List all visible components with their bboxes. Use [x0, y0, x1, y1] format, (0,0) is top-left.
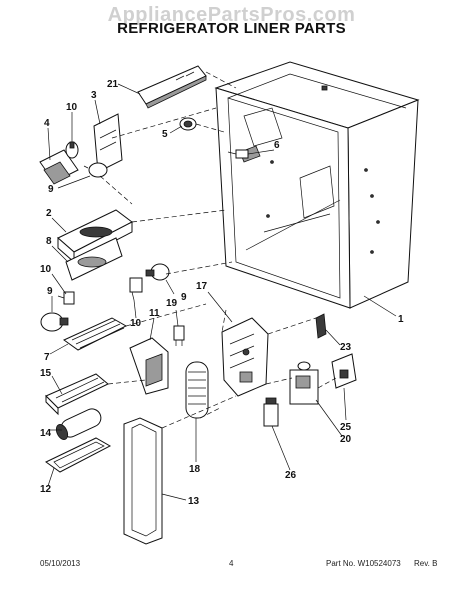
callout-23: 23: [340, 342, 352, 353]
callout-18: 18: [189, 464, 201, 475]
callout-13: 13: [188, 496, 200, 507]
assembly-lines: [99, 71, 337, 429]
callout-8: 8: [46, 236, 52, 247]
bulb-part-9b: [40, 312, 69, 332]
callout-7: 7: [44, 352, 50, 363]
footer-page-number: 4: [229, 559, 234, 568]
callout-19: 19: [166, 298, 178, 309]
connector-part-19: [173, 325, 185, 346]
callout-1: 1: [398, 314, 404, 325]
water-valve-part-20: [289, 361, 319, 405]
callout-10: 10: [130, 318, 142, 329]
bracket-part-25: [331, 353, 357, 389]
grommet-part-5: [179, 117, 197, 131]
lamp-shield-part-8: [65, 237, 123, 281]
callout-2: 2: [46, 208, 52, 219]
lamp-cover-part-3: [93, 113, 123, 173]
callout-21: 21: [107, 79, 119, 90]
bulb-part-9a: [83, 162, 108, 178]
callout-20: 20: [340, 434, 352, 445]
callout-10: 10: [40, 264, 52, 275]
callout-3: 3: [91, 90, 97, 101]
callout-9: 9: [181, 292, 187, 303]
tray-part-12: [45, 437, 112, 473]
bulb-part-9c: [145, 263, 170, 281]
light-lens-part-7: [63, 317, 128, 351]
footer-part-number: Part No. W10524073: [326, 559, 401, 568]
callout-14: 14: [40, 428, 52, 439]
panel-part-13: [123, 417, 163, 545]
lamp-housing-part-4: [39, 149, 79, 185]
leader-lines: [47, 83, 397, 501]
callout-26: 26: [285, 470, 297, 481]
callout-labels: 21 10 3 4 5 6 9 2 8 10 9 9 10 19 11 17 1…: [40, 79, 404, 507]
callout-12: 12: [40, 484, 52, 495]
callout-25: 25: [340, 422, 352, 433]
filter-part-14: [55, 408, 102, 440]
callout-9: 9: [47, 286, 53, 297]
control-housing-part-17: [221, 317, 269, 397]
damper-part-15: [45, 373, 109, 416]
footer-date: 05/10/2013: [40, 559, 81, 568]
page-title: REFRIGERATOR LINER PARTS: [117, 20, 346, 37]
lamp-socket-part-10b: [57, 291, 75, 305]
callout-11: 11: [149, 308, 160, 319]
clip-part-26: [263, 397, 279, 427]
bracket-part-11: [129, 337, 169, 395]
watermark: AppliancePartsPros.com: [107, 4, 356, 26]
liner-part: [214, 61, 420, 309]
lamp-socket-part-10a: [65, 141, 79, 159]
bracket-part-21: [137, 65, 207, 109]
callout-4: 4: [44, 118, 50, 129]
callout-6: 6: [274, 140, 280, 151]
heater-coil-part-18: [185, 361, 209, 419]
callout-10: 10: [66, 102, 78, 113]
footer-revision: Rev. B: [414, 559, 438, 568]
callout-9: 9: [48, 184, 54, 195]
lamp-socket-part-10c: [129, 277, 143, 301]
callout-15: 15: [40, 368, 52, 379]
clip-part-23: [315, 313, 327, 339]
callout-5: 5: [162, 129, 168, 140]
callout-17: 17: [196, 281, 208, 292]
